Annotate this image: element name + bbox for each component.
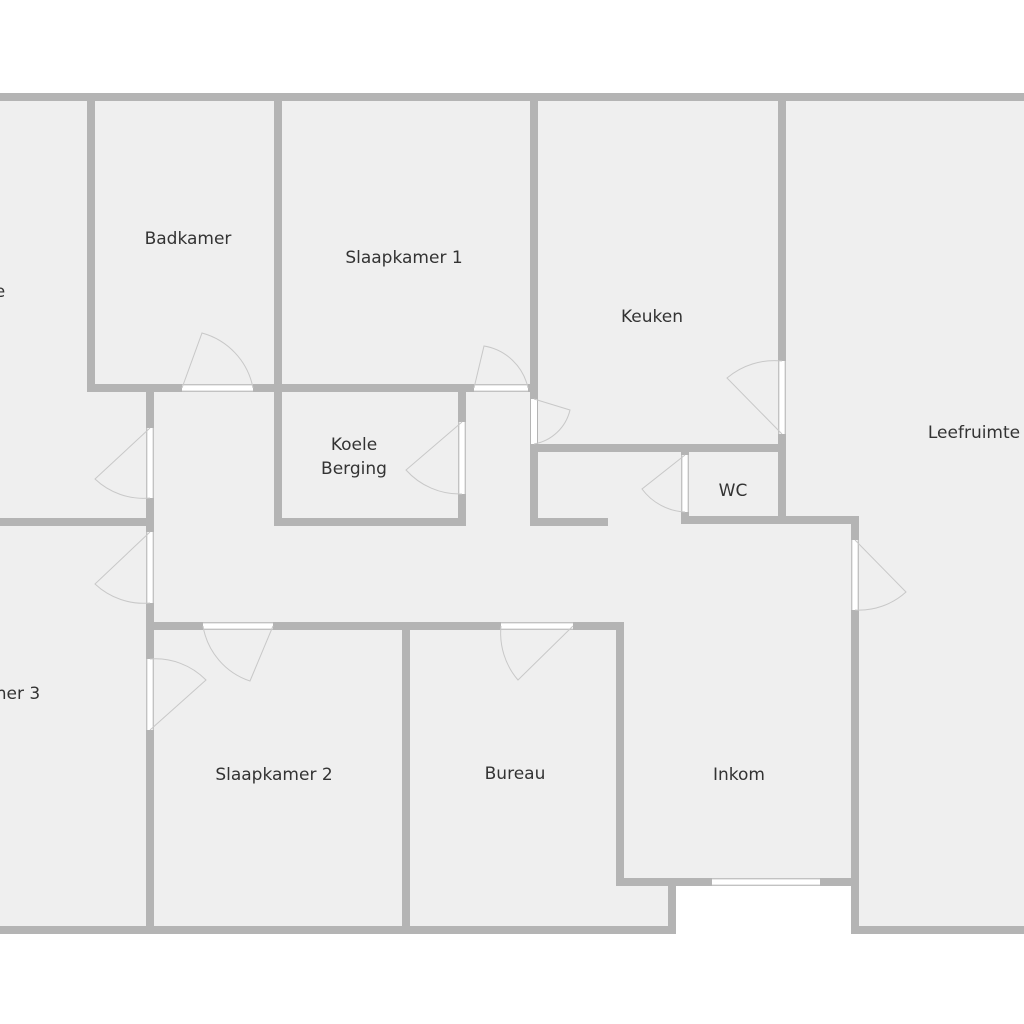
room-label-partial-top: e <box>0 282 5 302</box>
door-keuken-right <box>726 360 786 435</box>
room-label-slaapkamer-2: Slaapkamer 2 <box>215 765 332 785</box>
room-label-inkom: Inkom <box>713 765 765 785</box>
door-koele-berging <box>405 421 466 495</box>
door-bureau <box>500 622 574 681</box>
door-leefruimte <box>851 539 907 611</box>
room-label-keuken: Keuken <box>621 307 683 327</box>
door-left-bottom <box>94 531 154 604</box>
door-slaapkamer1 <box>473 345 529 392</box>
room-label-bureau: Bureau <box>485 764 546 784</box>
door-keuken-left <box>531 398 571 445</box>
room-label-berging: Berging <box>321 459 387 479</box>
window-inkom <box>712 878 820 886</box>
room-label-partial-bottom: ner 3 <box>0 684 40 704</box>
room-label-badkamer: Badkamer <box>145 229 232 249</box>
room-label-wc: WC <box>719 481 748 501</box>
room-label-slaapkamer-1: Slaapkamer 1 <box>345 248 462 268</box>
door-wc <box>641 454 689 513</box>
door-slaapkamer2-top <box>202 622 274 682</box>
floor-areas <box>0 97 1024 942</box>
room-label-leefruimte: Leefruimte <box>928 423 1020 443</box>
door-slaapkamer2-side <box>146 658 207 731</box>
doors <box>94 332 907 886</box>
door-badkamer <box>181 332 254 392</box>
room-label-koele: Koele <box>331 435 377 455</box>
door-left-top <box>94 427 154 499</box>
room-labels: e Badkamer Slaapkamer 1 Keuken Leefruimt… <box>0 229 1020 785</box>
